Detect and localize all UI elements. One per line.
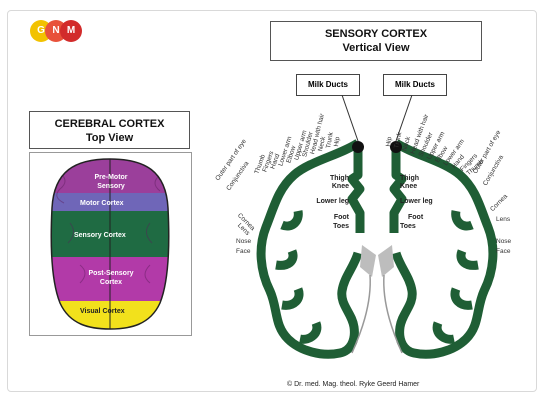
logo-letter-m: M: [60, 20, 82, 42]
inner-label-left-foot: Foot: [299, 214, 349, 221]
inner-label-right-foot: Foot: [408, 214, 423, 221]
inner-label-right-toes: Toes: [400, 223, 416, 230]
cerebral-title-line1: CEREBRAL CORTEX: [30, 117, 189, 131]
milk-duct-left-dot: [352, 141, 364, 153]
milk-ducts-left-box: Milk Ducts: [296, 74, 360, 96]
milk-ducts-right-box: Milk Ducts: [383, 74, 447, 96]
label-pre-motor: Pre-Motor Sensory: [88, 173, 134, 191]
label-motor: Motor Cortex: [80, 200, 124, 207]
outer-label-right-lens: Lens: [496, 216, 510, 223]
cerebral-title-line2: Top View: [30, 131, 189, 145]
label-post-sensory: Post-Sensory Cortex: [82, 269, 140, 287]
sensory-title-line1: SENSORY CORTEX: [271, 27, 481, 41]
inner-label-left-knee: Knee: [299, 183, 349, 190]
inner-label-left-lower-leg: Lower leg: [294, 198, 349, 205]
sensory-title-line2: Vertical View: [271, 41, 481, 55]
label-sensory: Sensory Cortex: [74, 232, 126, 239]
upper-label-left-hip: Hip: [333, 136, 341, 147]
copyright-text: © Dr. med. Mag. theol. Ryke Geerd Hamer: [287, 381, 419, 388]
cerebral-cortex-title-box: CEREBRAL CORTEX Top View: [29, 111, 190, 149]
inner-label-right-thigh: Thigh: [400, 175, 419, 182]
outer-label-left-face: Face: [236, 248, 250, 255]
inner-label-left-thigh: Thigh: [299, 175, 349, 182]
cerebral-top-view-panel: Pre-Motor Sensory Motor Cortex Sensory C…: [29, 152, 192, 336]
outer-label-left-nose: Nose: [236, 238, 251, 245]
outer-label-right-nose: Nose: [496, 238, 511, 245]
sensory-cortex-title-box: SENSORY CORTEX Vertical View: [270, 21, 482, 61]
sensory-cortex-vertical-illustration: [230, 95, 530, 375]
inner-label-right-knee: Knee: [400, 183, 417, 190]
gnm-logo: G N M: [30, 20, 86, 42]
upper-label-right-hip: Hip: [385, 136, 393, 147]
outer-label-right-face: Face: [496, 248, 510, 255]
inner-label-right-lower-leg: Lower leg: [400, 198, 433, 205]
label-visual: Visual Cortex: [80, 308, 125, 315]
inner-label-left-toes: Toes: [299, 223, 349, 230]
